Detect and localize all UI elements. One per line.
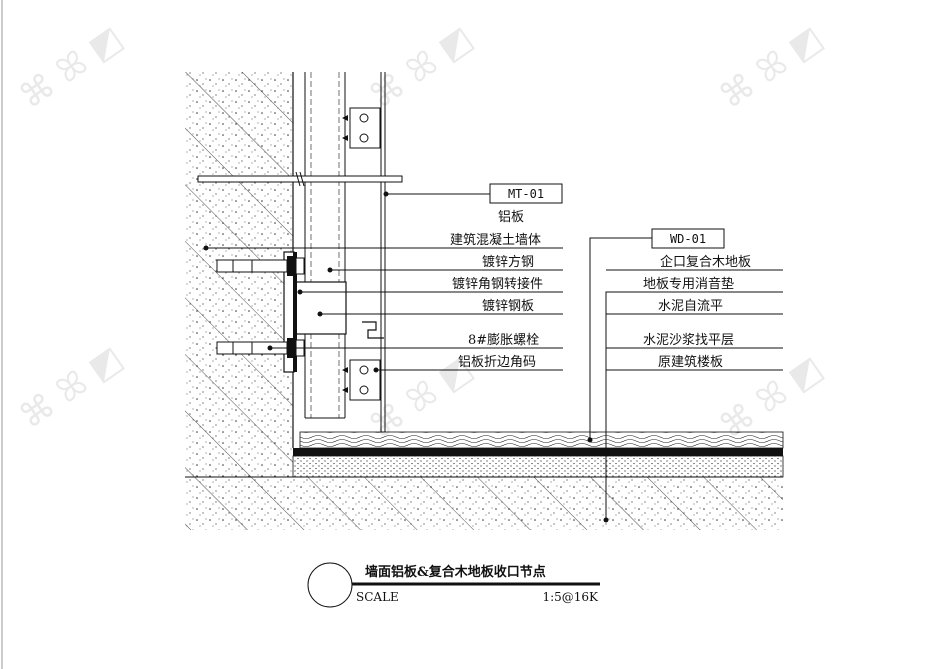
angle-clip-lower bbox=[342, 359, 381, 401]
label-steel-plate: 镀锌钢板 bbox=[482, 298, 534, 314]
steel-angle-connector bbox=[283, 251, 347, 373]
steel-tube bbox=[304, 72, 346, 419]
mortar-screed-layer bbox=[292, 455, 784, 478]
concrete-wall bbox=[185, 72, 294, 477]
svg-text:⌘ ꕤ ◩: ⌘ ꕤ ◩ bbox=[712, 18, 830, 117]
label-angle-connector: 镀锌角钢转接件 bbox=[452, 276, 543, 292]
tag-wd01: WD-01 bbox=[651, 228, 725, 249]
z-flashing bbox=[362, 321, 384, 339]
title-block: 墙面铝板&复合木地板收口节点 SCALE 1:5@16K bbox=[307, 562, 600, 608]
label-sound-pad: 地板专用消音垫 bbox=[643, 276, 734, 292]
title-bubble bbox=[307, 562, 353, 608]
aluminum-panel bbox=[380, 72, 386, 433]
label-square-tube: 镀锌方钢 bbox=[482, 254, 534, 270]
expansion-bolt-upper bbox=[216, 256, 305, 276]
svg-text:MT-01: MT-01 bbox=[508, 187, 544, 201]
svg-text:⌘ ꕤ ◩: ⌘ ꕤ ◩ bbox=[12, 338, 130, 437]
scale-value: 1:5@16K bbox=[542, 590, 599, 604]
label-aluminum-panel: 铝板 bbox=[498, 210, 524, 225]
svg-text:WD-01: WD-01 bbox=[670, 232, 706, 246]
label-concrete-wall: 建筑混凝土墙体 bbox=[450, 232, 541, 248]
tag-mt01: MT-01 bbox=[489, 183, 563, 204]
label-wood-floor: 企口复合木地板 bbox=[660, 254, 751, 270]
svg-text:⌘ ꕤ ◩: ⌘ ꕤ ◩ bbox=[12, 18, 130, 117]
wall-leaders bbox=[203, 191, 563, 373]
label-expansion-bolt: 8#膨胀螺栓 bbox=[468, 333, 539, 348]
drawing-title: 墙面铝板&复合木地板收口节点 bbox=[365, 564, 546, 580]
floor-slab bbox=[185, 476, 783, 530]
label-mortar-screed: 水泥沙浆找平层 bbox=[643, 333, 734, 348]
break-line bbox=[197, 171, 403, 187]
label-structural-slab: 原建筑楼板 bbox=[658, 354, 723, 370]
svg-text:⌘ ꕤ ◩: ⌘ ꕤ ◩ bbox=[362, 18, 480, 117]
self-leveling-layer bbox=[293, 448, 783, 456]
label-self-leveling: 水泥自流平 bbox=[658, 299, 723, 314]
label-angle-clip: 铝板折边角码 bbox=[458, 355, 536, 370]
angle-clip-upper bbox=[342, 107, 381, 149]
floor-leaders bbox=[587, 237, 783, 523]
scale-label: SCALE bbox=[356, 590, 399, 604]
wood-floor-layer bbox=[299, 431, 784, 449]
